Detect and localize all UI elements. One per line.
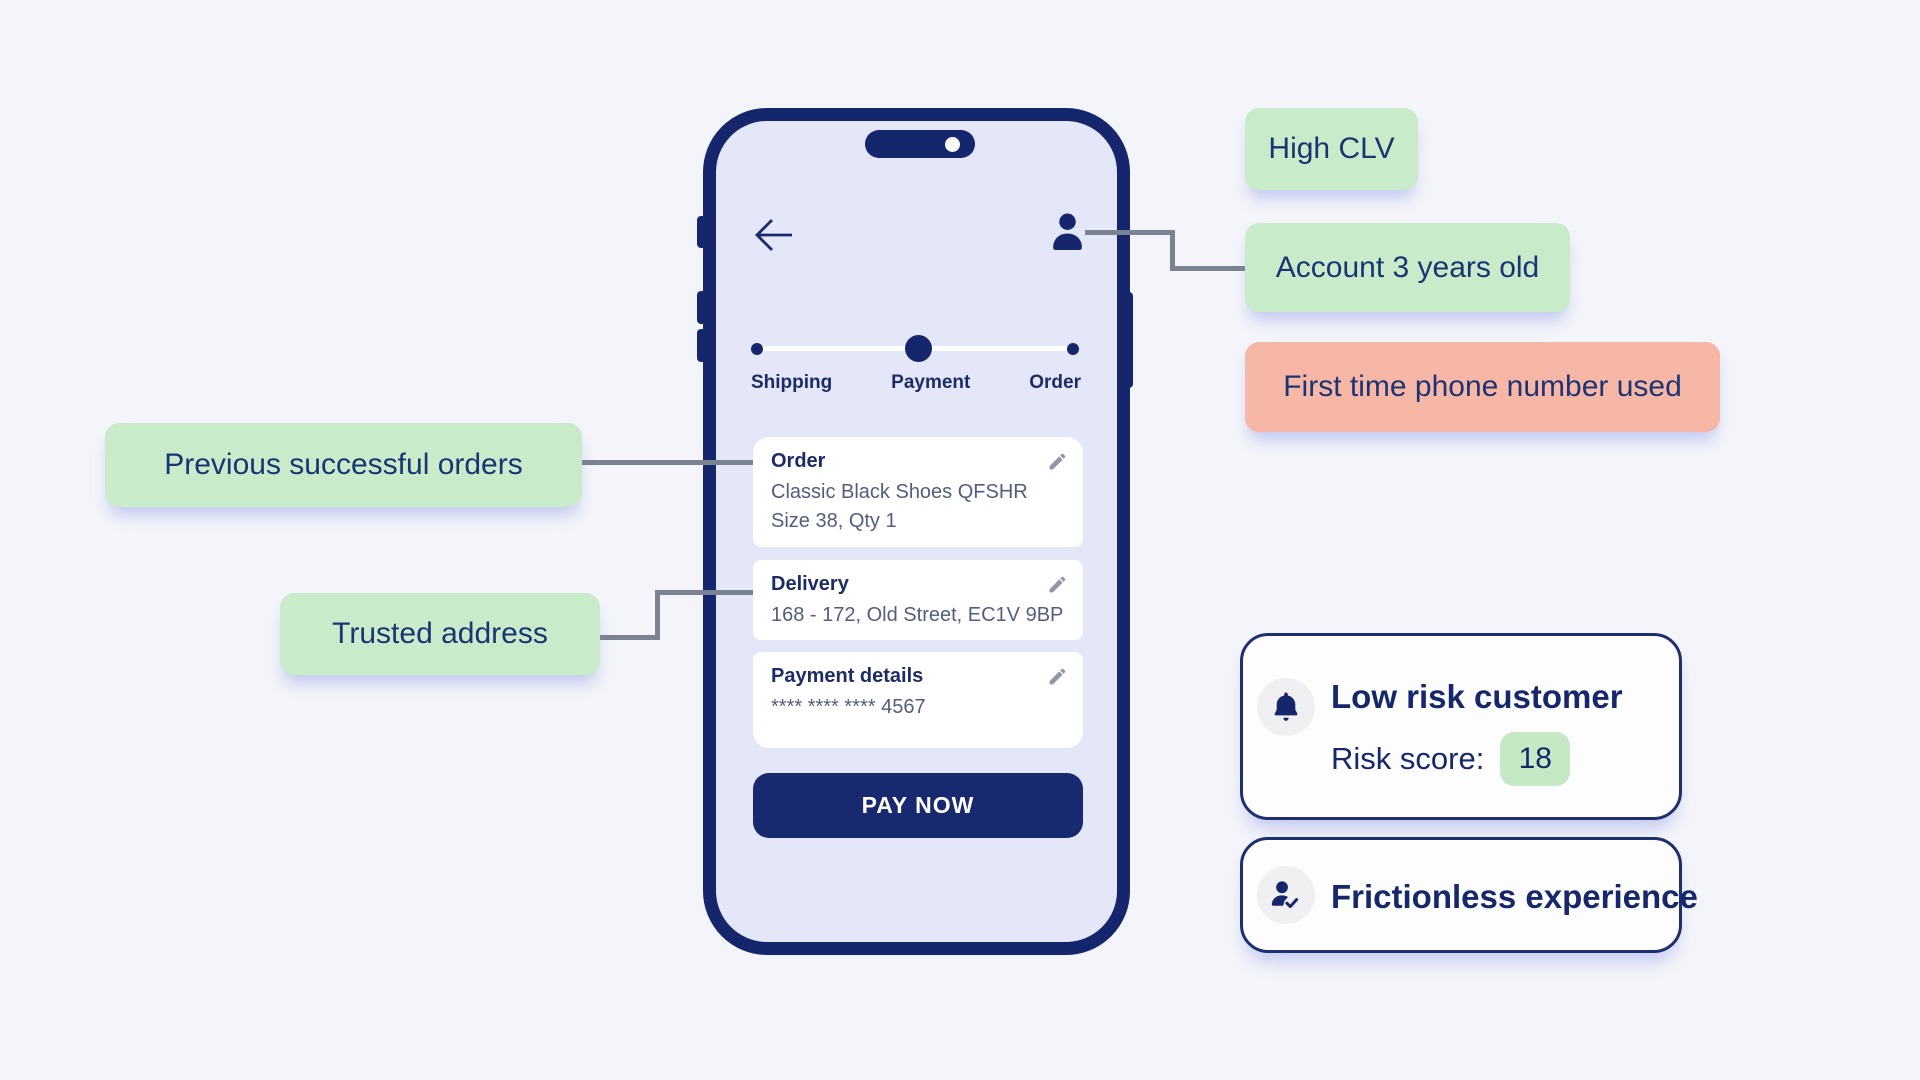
annotation-high-clv: High CLV — [1245, 108, 1418, 190]
order-card: Order Classic Black Shoes QFSHR Size 38,… — [753, 437, 1083, 547]
risk-score-label: Risk score: — [1331, 741, 1485, 776]
phone-mute-switch — [697, 216, 706, 248]
frictionless-title: Frictionless experience — [1331, 878, 1698, 915]
payment-details-card: Payment details **** **** **** 4567 — [753, 652, 1083, 748]
connector-trusted-address-seg2 — [655, 590, 660, 640]
phone-mockup: Shipping Payment Order Order Classic Bla… — [703, 108, 1130, 955]
step-label-order: Order — [1029, 372, 1081, 393]
delivery-card-title: Delivery — [771, 573, 849, 595]
annotation-first-time-phone: First time phone number used — [1245, 342, 1720, 432]
delivery-address: 168 - 172, Old Street, EC1V 9BP — [771, 604, 1064, 626]
connector-account-age-seg2 — [1170, 230, 1175, 271]
bell-icon — [1257, 678, 1315, 736]
connector-trusted-address-seg1 — [598, 635, 660, 640]
checkout-stepper: Shipping Payment Order — [751, 335, 1081, 400]
annotation-trusted-address: Trusted address — [280, 593, 600, 675]
step-dot-shipping — [751, 343, 763, 355]
edit-pencil-icon[interactable] — [1047, 666, 1068, 687]
edit-pencil-icon[interactable] — [1047, 574, 1068, 595]
order-card-title: Order — [771, 450, 826, 472]
risk-score-badge: 18 — [1500, 732, 1571, 786]
delivery-card: Delivery 168 - 172, Old Street, EC1V 9BP — [753, 560, 1083, 640]
step-label-payment: Payment — [891, 372, 971, 393]
order-item-details: Size 38, Qty 1 — [771, 510, 897, 532]
dynamic-island — [865, 130, 975, 158]
annotation-previous-successful-orders: Previous successful orders — [105, 423, 582, 507]
edit-pencil-icon[interactable] — [1047, 451, 1068, 472]
user-check-icon — [1257, 866, 1315, 924]
pay-now-button[interactable]: PAY NOW — [753, 773, 1083, 838]
connector-account-age-seg1 — [1085, 230, 1175, 235]
masked-card-number: **** **** **** 4567 — [771, 696, 926, 718]
connector-trusted-address-seg3 — [655, 590, 753, 595]
risk-score-row: Risk score: 18 — [1331, 732, 1571, 786]
connector-previous-orders — [582, 460, 753, 465]
step-dot-order — [1067, 343, 1079, 355]
low-risk-title: Low risk customer — [1331, 678, 1623, 715]
order-item-name: Classic Black Shoes QFSHR — [771, 481, 1028, 503]
low-risk-summary-card: Low risk customer Risk score: 18 — [1240, 633, 1682, 820]
camera-dot-icon — [945, 137, 960, 152]
frictionless-summary-card: Frictionless experience — [1240, 837, 1698, 953]
phone-volume-up-button — [697, 291, 706, 324]
payment-card-title: Payment details — [771, 665, 924, 687]
annotation-account-age: Account 3 years old — [1245, 223, 1570, 312]
step-dot-payment-active — [905, 335, 932, 362]
phone-volume-down-button — [697, 329, 706, 362]
step-label-shipping: Shipping — [751, 372, 833, 393]
back-arrow-icon[interactable] — [752, 213, 796, 257]
user-icon[interactable] — [1049, 212, 1086, 251]
connector-account-age-seg3 — [1170, 266, 1245, 271]
